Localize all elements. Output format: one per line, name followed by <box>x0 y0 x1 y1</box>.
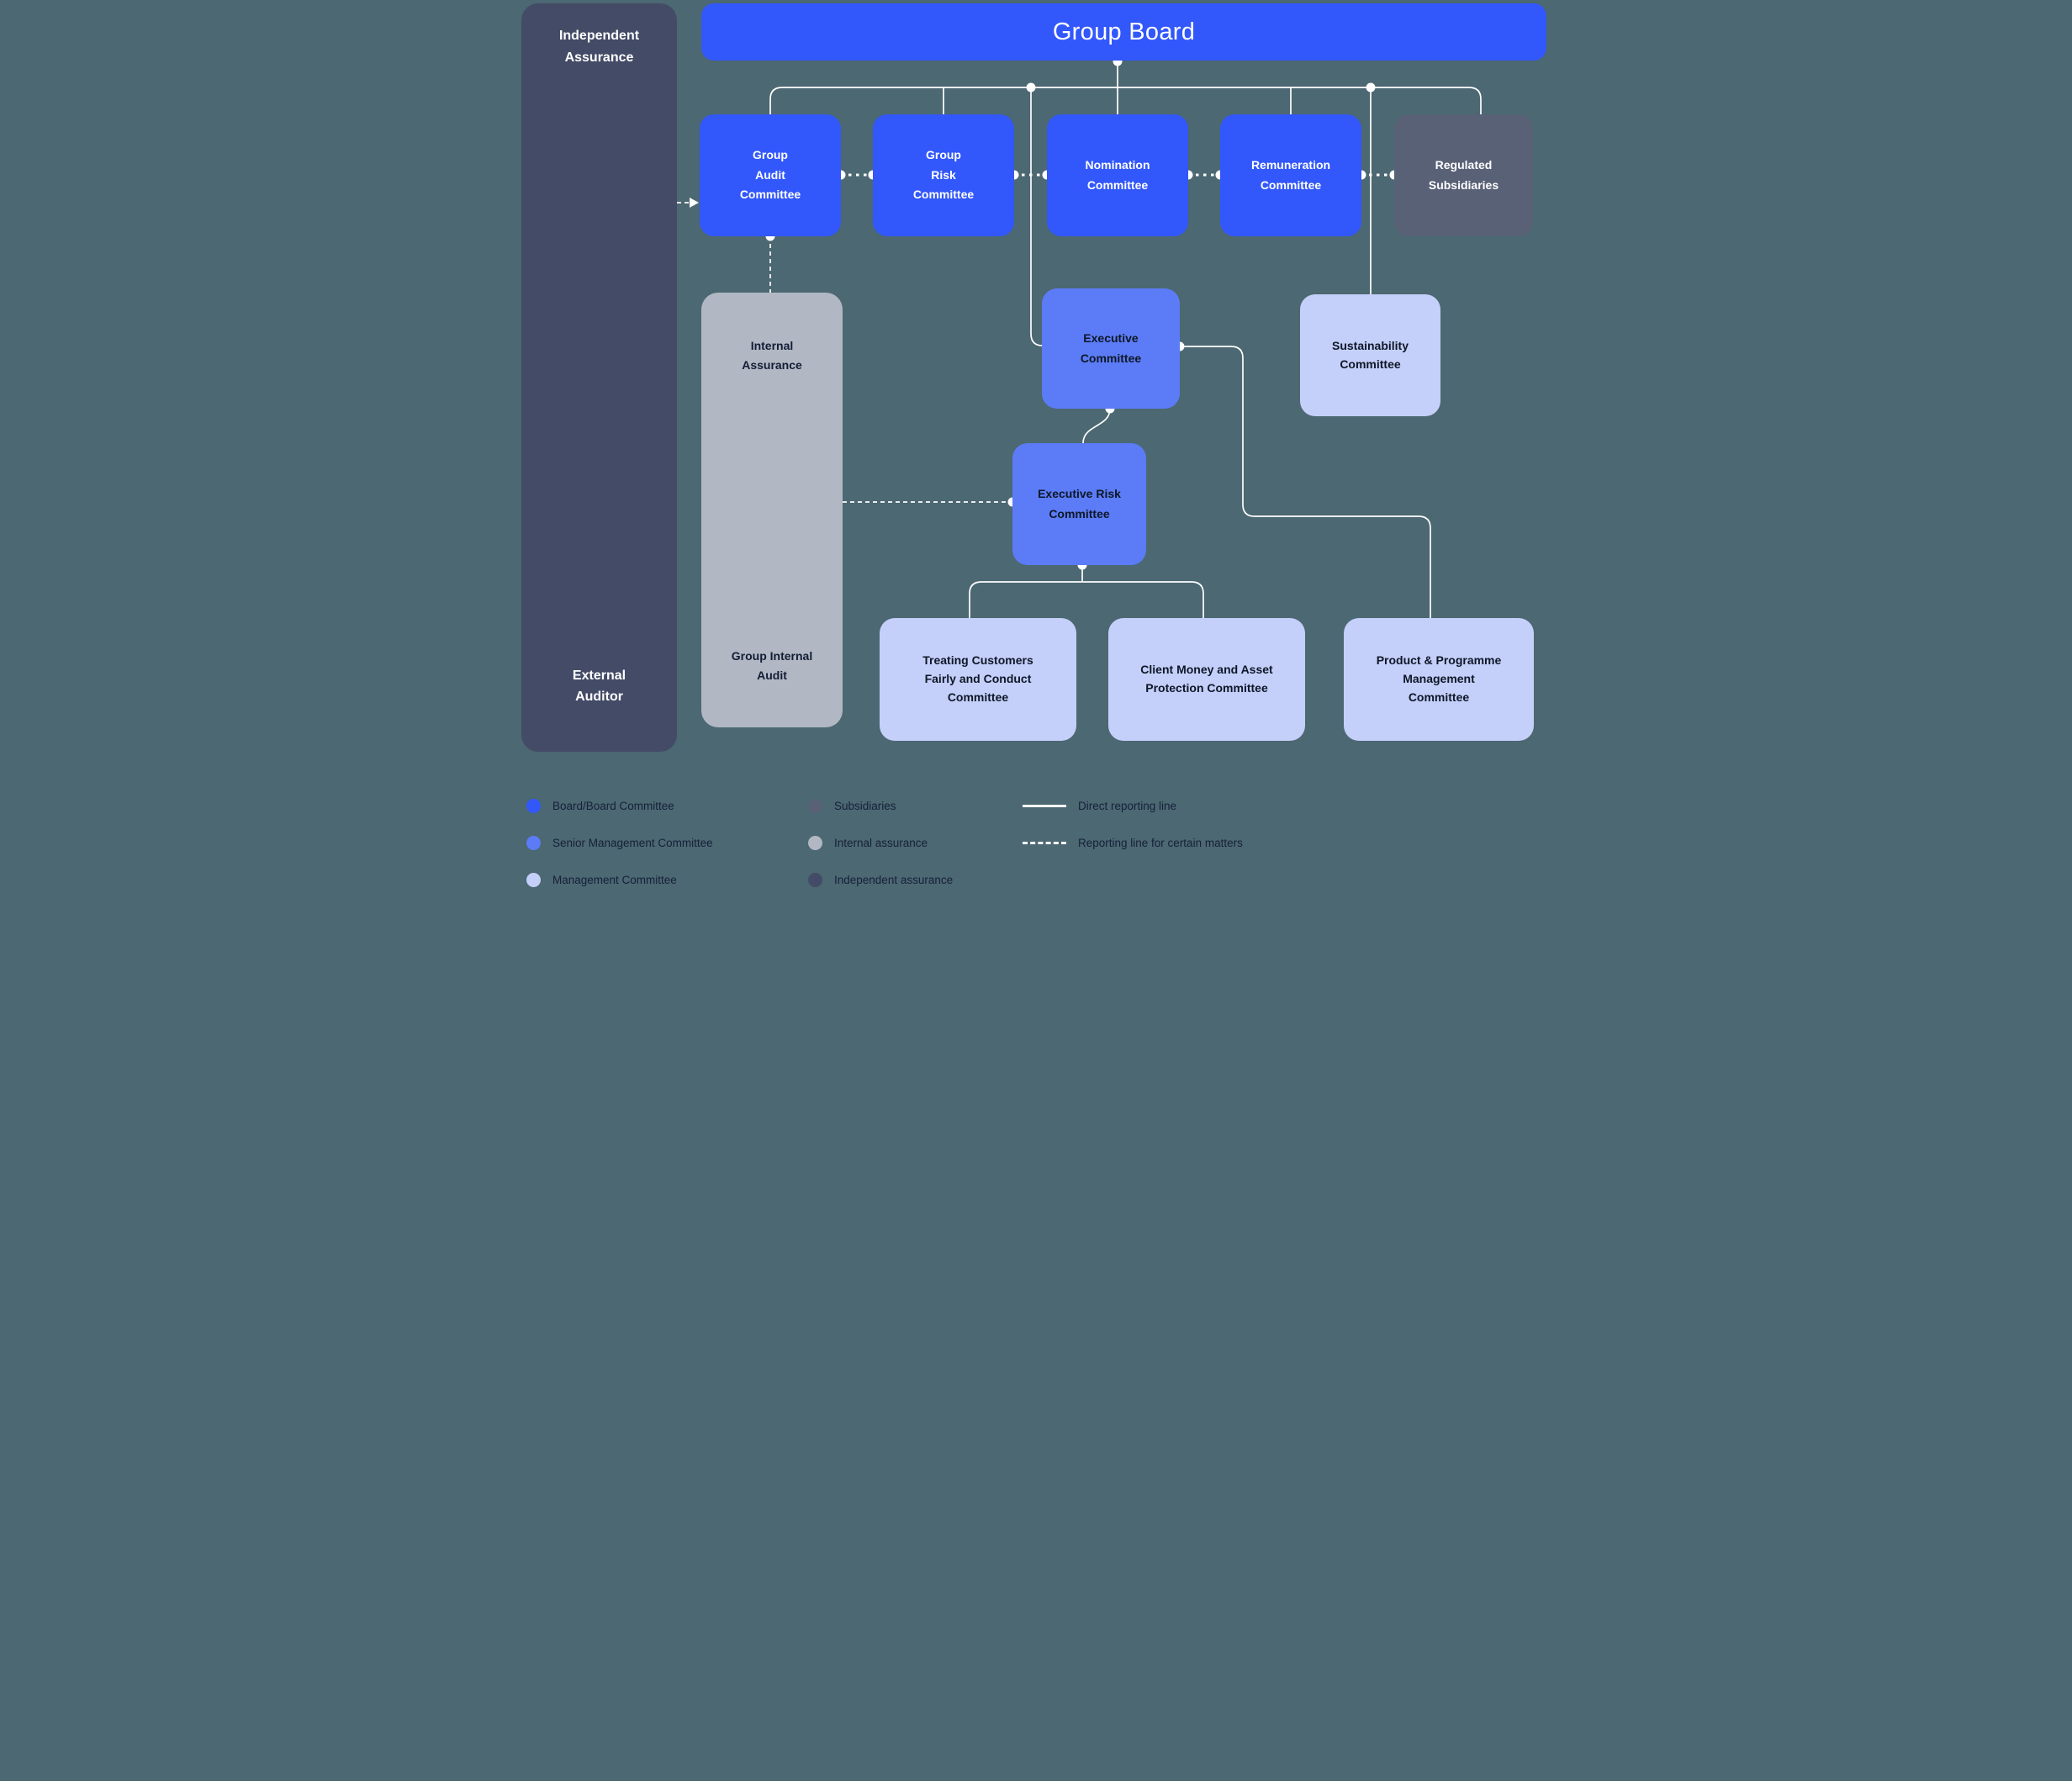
box-product-programme-committee: Product & Programme Management Committee <box>1344 618 1534 741</box>
management-dot-icon <box>526 872 541 887</box>
legend-item-certain-matters-reporting: Reporting line for certain matters <box>1023 832 1243 853</box>
legend-label: Reporting line for certain matters <box>1078 836 1243 849</box>
box-nomination-committee: Nomination Committee <box>1047 114 1188 236</box>
internal-assurance-panel: Internal Assurance Group Internal Audit <box>701 293 843 727</box>
legend-label: Internal assurance <box>834 836 928 849</box>
edge-bus-to-executive-committee <box>1030 87 1044 346</box>
board-committee-dot-icon <box>526 798 541 813</box>
independent-assurance-dot-icon <box>808 872 822 887</box>
legend-label: Board/Board Committee <box>552 799 674 812</box>
box-treating-customers-committee: Treating Customers Fairly and Conduct Co… <box>880 618 1076 741</box>
internal-assurance-label: Internal Assurance <box>742 339 802 373</box>
product-programme-label: Product & Programme Management Committee <box>1376 653 1502 704</box>
certain-matters-line-icon <box>1023 841 1066 844</box>
subsidiaries-dot-icon <box>808 798 822 813</box>
edge-executive-to-product-programme <box>1180 346 1431 618</box>
executive-risk-committee-label: Executive Risk Committee <box>1038 486 1121 521</box>
senior-management-dot-icon <box>526 835 541 850</box>
legend-item-direct-reporting: Direct reporting line <box>1023 795 1176 816</box>
governance-structure-diagram: Independent Assurance External Auditor G… <box>518 0 1554 890</box>
box-remuneration-committee: Remuneration Committee <box>1220 114 1361 236</box>
direct-reporting-line-icon <box>1023 804 1066 807</box>
nomination-label: Nomination Committee <box>1085 157 1150 192</box>
legend-item-management: Management Committee <box>526 869 677 890</box>
legend-item-board-committee: Board/Board Committee <box>526 795 674 816</box>
regulated-subsidiaries-label: Regulated Subsidiaries <box>1428 157 1499 192</box>
box-executive-risk-committee: Executive Risk Committee <box>1012 443 1146 565</box>
box-group-board: Group Board <box>701 3 1546 61</box>
box-sustainability-committee: Sustainability Committee <box>1300 294 1440 416</box>
box-group-audit-committee: Group Audit Committee <box>700 114 841 236</box>
external-auditor-label: External Auditor <box>572 668 626 705</box>
box-executive-committee: Executive Committee <box>1042 288 1180 409</box>
group-audit-label: Group Audit Committee <box>739 147 801 202</box>
box-group-risk-committee: Group Risk Committee <box>873 114 1014 236</box>
box-client-money-committee: Client Money and Asset Protection Commit… <box>1108 618 1305 741</box>
legend-label: Independent assurance <box>834 873 954 886</box>
internal-assurance-dot-icon <box>808 835 822 850</box>
legend-item-subsidiaries: Subsidiaries <box>808 795 896 816</box>
executive-committee-label: Executive Committee <box>1080 330 1142 365</box>
legend-label: Subsidiaries <box>834 799 896 812</box>
remuneration-label: Remuneration Committee <box>1250 157 1331 192</box>
sustainability-committee-label: Sustainability Committee <box>1331 338 1409 371</box>
edge-executive-risk-bus <box>969 581 1204 618</box>
group-risk-label: Group Risk Committee <box>912 147 975 202</box>
legend-label: Management Committee <box>552 873 677 886</box>
legend-label: Direct reporting line <box>1078 799 1177 812</box>
group-board-label: Group Board <box>1052 18 1196 45</box>
group-internal-audit-label: Group Internal Audit <box>731 648 813 682</box>
edge-board-bus <box>769 87 1482 114</box>
independent-assurance-panel: Independent Assurance External Auditor <box>521 3 677 752</box>
arrowhead-icon <box>690 198 699 208</box>
independent-assurance-label: Independent Assurance <box>558 29 640 65</box>
legend-item-senior-management: Senior Management Committee <box>526 832 713 853</box>
treating-customers-label: Treating Customers Fairly and Conduct Co… <box>922 653 1033 704</box>
box-regulated-subsidiaries: Regulated Subsidiaries <box>1394 114 1533 236</box>
legend-item-independent-assurance: Independent assurance <box>808 869 953 890</box>
client-money-label: Client Money and Asset Protection Commit… <box>1140 663 1273 695</box>
legend-label: Senior Management Committee <box>552 836 713 849</box>
edge-executive-to-executive-risk <box>1082 408 1111 444</box>
legend-item-internal-assurance: Internal assurance <box>808 832 928 853</box>
